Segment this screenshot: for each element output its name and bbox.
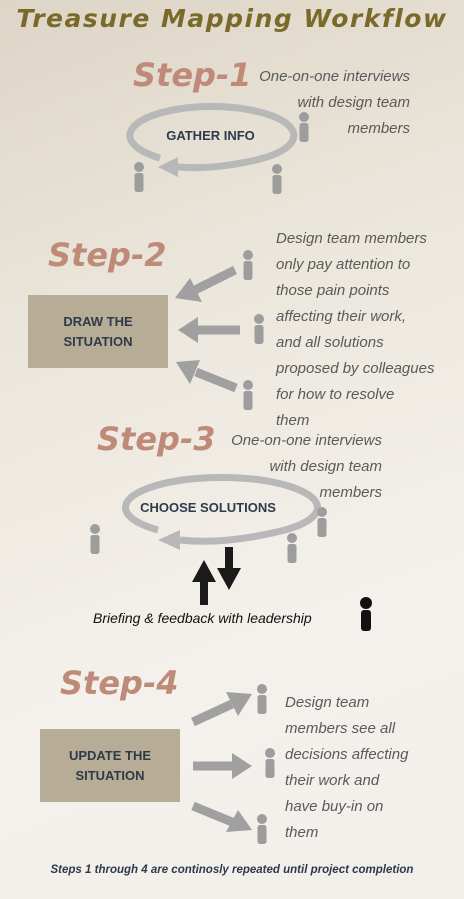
arrow-icon — [175, 265, 238, 302]
description-line: them — [285, 824, 319, 841]
description-line: One-on-one interviews — [259, 68, 410, 85]
description-line: Design team — [285, 694, 370, 711]
description-line: proposed by colleagues — [276, 360, 435, 377]
arrow-icon — [178, 317, 240, 343]
step-3-label: Step-3 — [97, 420, 216, 458]
person-icon — [272, 164, 282, 194]
gather-info-label: GATHER INFO — [166, 128, 255, 143]
person-icon — [254, 314, 264, 344]
step-4-label: Step-4 — [60, 664, 179, 702]
box-label-line: SITUATION — [63, 333, 133, 349]
step-1-label: Step-1 — [133, 56, 252, 94]
description-line: with design team — [269, 458, 382, 475]
step-3-description: One-on-one interviews with design team m… — [208, 428, 382, 506]
arrow-icon — [193, 753, 252, 779]
description-line: have buy-in on — [285, 798, 384, 815]
cycle-arrow-icon — [122, 474, 321, 550]
person-icon — [287, 533, 297, 563]
step-4-description: Design team members see all decisions af… — [285, 690, 455, 846]
box-label-line: UPDATE THE — [68, 747, 152, 763]
box-label-line: SITUATION — [75, 767, 145, 783]
description-line: their work and — [285, 772, 380, 789]
leader-person-icon — [360, 597, 372, 631]
page-title: Treasure Mapping Workflow — [16, 4, 448, 33]
arrow-icon — [191, 801, 252, 832]
footer-note: Steps 1 through 4 are continosly repeate… — [50, 864, 414, 876]
description-line: them — [276, 412, 310, 429]
choose-solutions-label: CHOOSE SOLUTIONS — [140, 500, 276, 515]
person-icon — [265, 748, 275, 778]
step-2-description: Design team members only pay attention t… — [276, 226, 460, 434]
person-icon — [243, 380, 253, 410]
description-line: only pay attention to — [276, 256, 411, 273]
arrow-icon — [191, 692, 252, 727]
step-2-label: Step-2 — [48, 236, 167, 274]
description-line: members — [319, 484, 382, 501]
cycle-arrow-icon — [126, 103, 298, 177]
update-the-situation-box: UPDATE THE SITUATION — [40, 729, 180, 802]
arrow-icon — [176, 360, 238, 393]
description-line: decisions affecting — [285, 746, 409, 763]
arrow-down-icon — [217, 547, 241, 590]
box-label-line: DRAW THE — [63, 313, 133, 329]
description-line: Design team members — [276, 230, 427, 247]
draw-the-situation-box: DRAW THE SITUATION — [28, 295, 168, 368]
person-icon — [90, 524, 100, 554]
briefing-text: Briefing & feedback with leadership — [93, 610, 312, 626]
person-icon — [257, 684, 267, 714]
description-line: and all solutions — [276, 334, 384, 351]
person-icon — [243, 250, 253, 280]
description-line: members see all — [285, 720, 396, 737]
person-icon — [317, 507, 327, 537]
description-line: members — [347, 120, 410, 137]
arrow-up-icon — [192, 560, 216, 605]
description-line: affecting their work, — [276, 308, 407, 325]
description-line: with design team — [297, 94, 410, 111]
person-icon — [134, 162, 144, 192]
person-icon — [257, 814, 267, 844]
step-1-description: One-on-one interviews with design team m… — [236, 64, 410, 142]
description-line: for how to resolve — [276, 386, 395, 403]
description-line: those pain points — [276, 282, 390, 299]
description-line: One-on-one interviews — [231, 432, 382, 449]
